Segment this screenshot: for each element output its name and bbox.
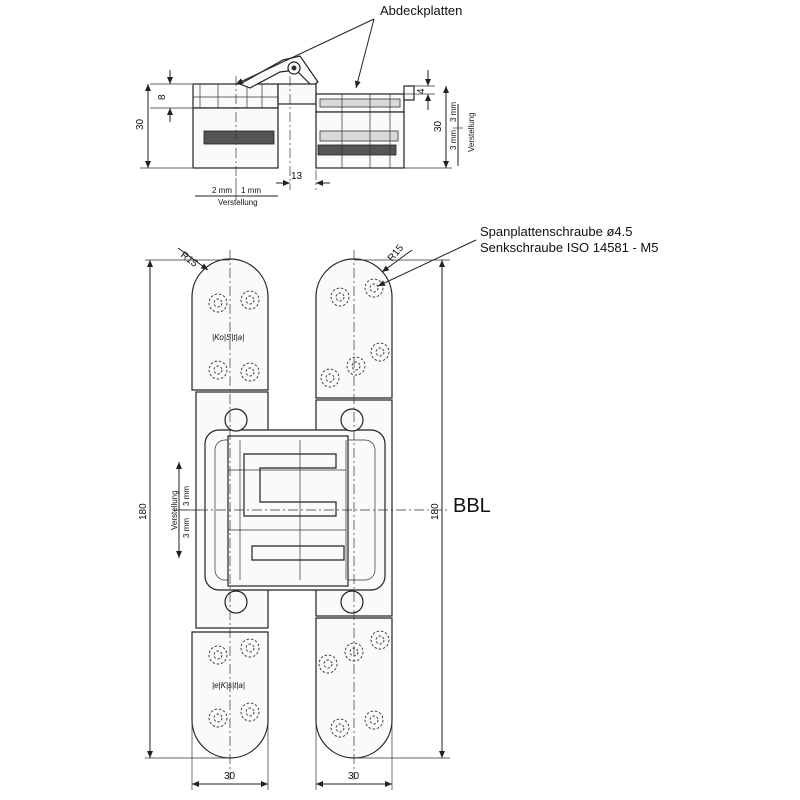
height-left-label: 180: [138, 503, 149, 520]
top-view-right-slot: [317, 144, 397, 156]
top-view-left-cover: [192, 83, 279, 109]
vert-adj-label: Verstellung: [170, 490, 179, 530]
front-view: |Ko|S|t|a| |e|K|s|t|a| R15 R15 Spanplatt…: [138, 224, 659, 790]
screw-label-line1: Spanplattenschraube ø4.5: [480, 224, 633, 239]
screw-holes-left-top: [208, 290, 260, 382]
cover-plates-label: Abdeckplatten: [380, 3, 462, 18]
bbl-label: BBL: [453, 495, 491, 517]
dim-30-left: 30: [135, 118, 146, 130]
dim-30-right: 30: [433, 120, 444, 132]
adj-1mm: 1 mm: [241, 186, 261, 195]
dim-4: 4: [416, 88, 427, 94]
right-adj-3mm-a: 3 mm: [449, 102, 458, 122]
screw-holes-right-top: [320, 278, 390, 388]
top-view-right-tab: [403, 85, 415, 101]
width-left-label: 30: [224, 771, 236, 782]
adj-2mm: 2 mm: [212, 186, 232, 195]
pivot-bottom-right: [340, 590, 364, 614]
dim-8: 8: [157, 94, 168, 100]
brand-stamp-bottom: |e|K|s|t|a|: [212, 681, 245, 690]
top-view-center-block: [277, 83, 317, 105]
top-view: Abdeckplatten 8 30 4 30 3 mm 3 mm Verste…: [135, 3, 476, 207]
right-adj-label: Verstellung: [467, 112, 476, 152]
radius-right-label: R15: [386, 242, 407, 263]
pivot-top-left: [224, 408, 248, 432]
pivot-top-right: [340, 408, 364, 432]
top-view-hinge-link: [238, 55, 319, 89]
brand-stamp-top: |Ko|S|t|a|: [212, 333, 244, 342]
mechanism-link-lower: [251, 545, 345, 561]
pivot-bottom-left: [224, 590, 248, 614]
vert-adj-3mm-a: 3 mm: [182, 518, 191, 538]
top-view-left-slot: [203, 130, 275, 145]
height-right-label: 180: [430, 503, 441, 520]
screw-holes-right-bottom: [318, 630, 390, 738]
width-right-label: 30: [348, 771, 360, 782]
adj-label: Verstellung: [218, 198, 258, 207]
screw-label-line2: Senkschraube ISO 14581 - M5: [480, 240, 659, 255]
dim-13: 13: [291, 171, 303, 182]
vert-adj-3mm-b: 3 mm: [182, 486, 191, 506]
screw-holes-left-bottom: [208, 638, 260, 728]
right-adj-3mm-b: 3 mm: [449, 130, 458, 150]
